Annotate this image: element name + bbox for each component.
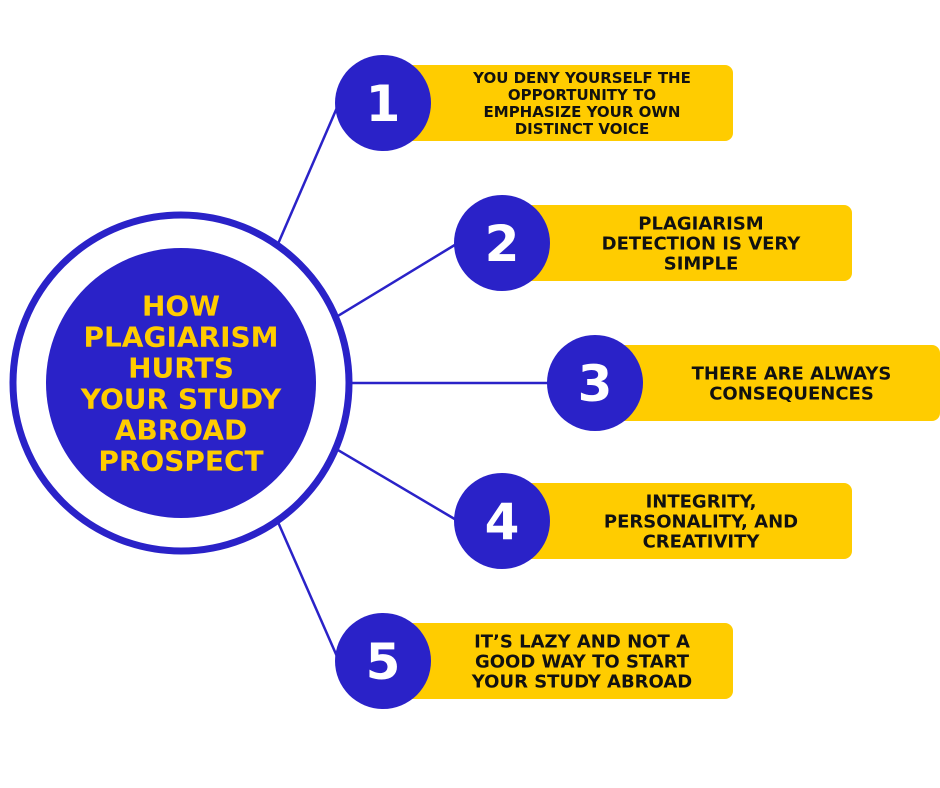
connector-line-4 <box>335 447 459 523</box>
hub-inner-circle <box>46 248 316 518</box>
item-5-label-line: IT’S LAZY AND NOT A <box>474 631 690 652</box>
item-2-badge <box>454 195 550 291</box>
item-2-label-line: PLAGIARISM <box>638 213 763 234</box>
hub-title-line: HOW <box>142 290 220 323</box>
item-5-label-line: YOUR STUDY ABROAD <box>471 671 692 692</box>
item-4-label-line: CREATIVITY <box>643 531 761 552</box>
item-3-badge <box>547 335 643 431</box>
item-1-box <box>405 65 733 141</box>
hub-title-line: PLAGIARISM <box>83 321 278 354</box>
item-5-badge <box>335 613 431 709</box>
item-3-box <box>617 345 940 421</box>
item-3-number: 3 <box>578 355 613 413</box>
item-4-label-line: INTEGRITY, <box>646 491 757 512</box>
item-2-label-line: SIMPLE <box>664 253 739 274</box>
item-4-badge <box>454 473 550 569</box>
item-3-label-line: THERE ARE ALWAYS <box>692 363 892 384</box>
item-4-box <box>524 483 852 559</box>
hub-title-line: PROSPECT <box>98 445 263 478</box>
connector-line-1 <box>276 102 341 246</box>
item-5-number: 5 <box>366 633 401 691</box>
hub-title-line: YOUR STUDY <box>80 383 282 416</box>
connector-lines <box>276 102 551 662</box>
item-5-box <box>405 623 733 699</box>
item-1-badge <box>335 55 431 151</box>
item-5-label-line: GOOD WAY TO START <box>475 651 690 672</box>
hub-title-line: HURTS <box>128 352 234 385</box>
item-2-number: 2 <box>485 215 520 273</box>
item-1-label-line: EMPHASIZE YOUR OWN <box>484 103 681 121</box>
item-1-label-line: DISTINCT VOICE <box>515 120 650 138</box>
hub-title-line: ABROAD <box>115 414 248 447</box>
item-1-label-line: OPPORTUNITY TO <box>508 86 656 104</box>
connector-line-2 <box>334 241 459 319</box>
item-2-label-line: DETECTION IS VERY <box>602 233 802 254</box>
item-3-label-line: CONSEQUENCES <box>709 383 874 404</box>
item-4-label-line: PERSONALITY, AND <box>604 511 798 532</box>
item-1-label-line: YOU DENY YOURSELF THE <box>472 69 691 87</box>
item-1-number: 1 <box>366 75 401 133</box>
item-4-number: 4 <box>485 493 520 551</box>
item-2-box <box>524 205 852 281</box>
connector-line-5 <box>276 520 341 662</box>
